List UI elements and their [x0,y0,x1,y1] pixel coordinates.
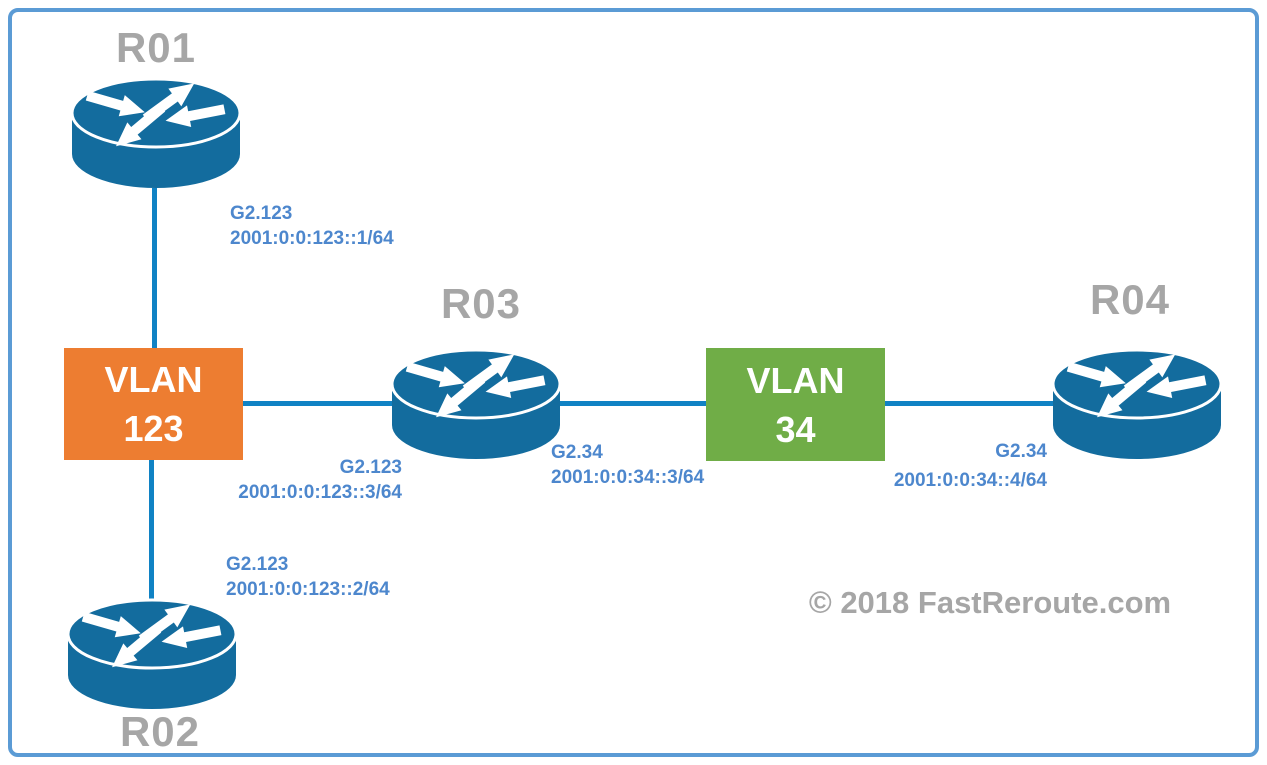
router-icon-r02 [66,596,238,711]
vlan-123-box: VLAN 123 [64,348,243,460]
router-label-r01: R01 [115,24,197,71]
router-label-r03: R03 [440,280,522,327]
interface-address: 2001:0:0:123::1/64 [230,228,394,249]
router-icon-r04 [1051,346,1223,461]
router-icon-r03 [390,346,562,461]
vlan-123-id: 123 [123,408,184,449]
link-vlan123-r03 [243,401,393,406]
interface-label-r03-vlan123: G2.123 2001:0:0:123::3/64 [162,455,402,505]
router-label-r04: R04 [1089,276,1171,323]
interface-port: G2.123 [230,203,293,224]
router-label-r02: R02 [119,708,201,755]
interface-label-r02: G2.123 2001:0:0:123::2/64 [226,552,390,602]
vlan-123-name: VLAN [104,359,203,400]
interface-port: G2.34 [551,442,603,463]
interface-label-r01: G2.123 2001:0:0:123::1/64 [230,201,394,251]
interface-port: G2.123 [339,457,402,478]
link-r03-vlan34 [556,401,707,406]
interface-address: 2001:0:0:34::4/64 [893,470,1047,491]
link-vlan123-r02 [149,460,154,601]
interface-port: G2.123 [226,554,289,575]
vlan-34-box: VLAN 34 [706,348,885,461]
vlan-34-id: 34 [775,408,816,450]
interface-label-r03-vlan34: G2.34 2001:0:0:34::3/64 [551,440,704,490]
link-r01-vlan123 [152,188,157,350]
interface-address: 2001:0:0:123::3/64 [238,482,402,503]
interface-address: 2001:0:0:123::2/64 [226,579,390,600]
interface-address: 2001:0:0:34::3/64 [551,467,705,488]
router-icon-r01 [70,75,242,190]
interface-label-r04: G2.34 2001:0:0:34::4/64 [807,437,1047,495]
vlan-34-name: VLAN [746,359,845,401]
interface-port: G2.34 [995,441,1047,462]
copyright-text: © 2018 FastReroute.com [808,585,1172,620]
link-vlan34-r04 [884,401,1054,406]
